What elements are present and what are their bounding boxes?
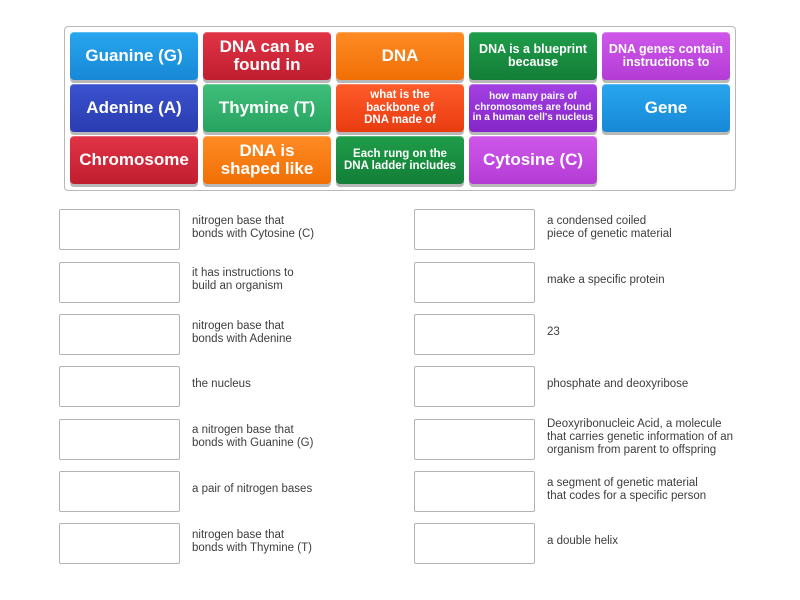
tile-backbone[interactable]: what is the backbone of DNA made of [336,84,464,132]
tile-label: Cytosine (C) [482,149,584,169]
tile-label: DNA genes contain instructions to [608,41,724,69]
tile-guanine[interactable]: Guanine (G) [70,32,198,80]
drop-box-right-4[interactable] [414,366,535,407]
clue-left-6: a pair of nitrogen bases [192,483,313,495]
tile-chromosome-pairs[interactable]: how many pairs of chromosomes are found … [469,84,597,132]
tile-gene[interactable]: Gene [602,84,730,132]
drop-box-right-3[interactable] [414,314,535,355]
drop-box-left-3[interactable] [59,314,180,355]
clue-right-5: Deoxyribonucleic Acid, a molecule that c… [547,418,734,456]
tile-label: DNA is a blueprint because [479,41,587,69]
tile-label: DNA is shaped like [220,140,314,178]
clue-right-2: make a specific protein [547,274,665,286]
tile-dna-genes-contain[interactable]: DNA genes contain instructions to [602,32,730,80]
drop-box-left-6[interactable] [59,471,180,512]
clue-left-1: nitrogen base that bonds with Cytosine (… [192,215,315,240]
tile-label: Gene [644,97,688,117]
tile-label: DNA can be found in [219,36,315,74]
drop-box-right-5[interactable] [414,419,535,460]
clue-left-7: nitrogen base that bonds with Thymine (T… [192,529,312,554]
clue-left-3: nitrogen base that bonds with Adenine [192,320,292,345]
clue-right-1: a condensed coiled piece of genetic mate… [547,215,672,240]
tile-label: Chromosome [79,149,189,169]
tile-label: Thymine (T) [218,97,316,117]
tile-dna-shaped-like[interactable]: DNA is shaped like [203,136,331,184]
drop-box-right-7[interactable] [414,523,535,564]
clue-left-2: it has instructions to build an organism [192,267,294,292]
drop-box-left-5[interactable] [59,419,180,460]
tile-label: Each rung on the DNA ladder includes [343,147,457,172]
tile-label: Adenine (A) [86,97,182,117]
tile-thymine[interactable]: Thymine (T) [203,84,331,132]
drop-box-left-2[interactable] [59,262,180,303]
tile-each-rung[interactable]: Each rung on the DNA ladder includes [336,136,464,184]
tile-label: Guanine (G) [85,45,183,65]
clue-left-4: the nucleus [192,378,251,390]
tile-label: how many pairs of chromosomes are found … [472,90,594,124]
tile-dna[interactable]: DNA [336,32,464,80]
drop-box-right-1[interactable] [414,209,535,250]
drop-box-left-7[interactable] [59,523,180,564]
tile-dna-blueprint[interactable]: DNA is a blueprint because [469,32,597,80]
clue-right-7: a double helix [547,535,618,547]
tile-adenine[interactable]: Adenine (A) [70,84,198,132]
tile-label: DNA [381,45,419,65]
clue-right-3: 23 [547,326,560,338]
clue-left-5: a nitrogen base that bonds with Guanine … [192,424,314,449]
tile-dna-can-be-found-in[interactable]: DNA can be found in [203,32,331,80]
drop-box-left-4[interactable] [59,366,180,407]
drop-box-left-1[interactable] [59,209,180,250]
drop-box-right-6[interactable] [414,471,535,512]
drop-box-right-2[interactable] [414,262,535,303]
clue-right-4: phosphate and deoxyribose [547,378,689,390]
tile-label: what is the backbone of DNA made of [364,89,436,127]
tile-chromosome[interactable]: Chromosome [70,136,198,184]
tile-cytosine[interactable]: Cytosine (C) [469,136,597,184]
clue-right-6: a segment of genetic material that codes… [547,477,707,502]
